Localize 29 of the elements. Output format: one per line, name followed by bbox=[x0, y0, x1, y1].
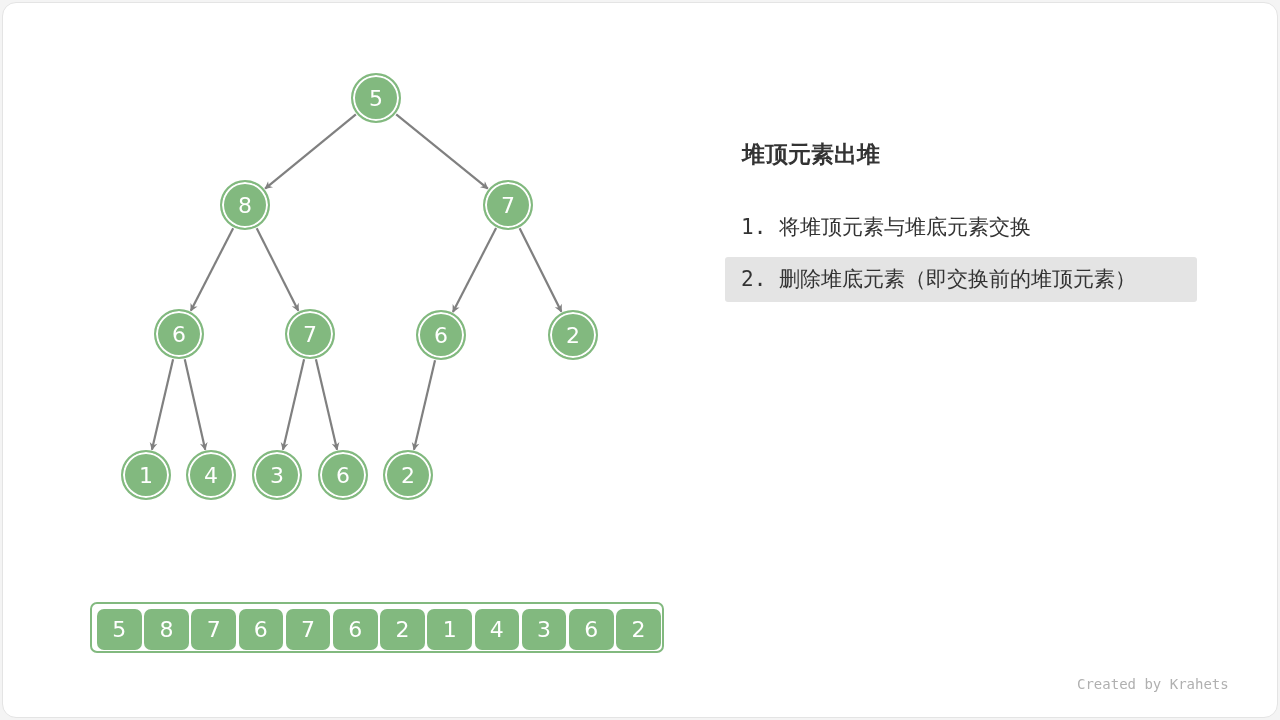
arrow bbox=[518, 227, 563, 313]
array-cell: 2 bbox=[380, 609, 425, 650]
array-cell: 2 bbox=[616, 609, 661, 650]
array-cell: 6 bbox=[238, 609, 284, 650]
step-text: 2. 删除堆底元素（即交换前的堆顶元素） bbox=[741, 266, 1136, 293]
array-cell: 8 bbox=[144, 609, 189, 650]
step-text: 1. 将堆顶元素与堆底元素交换 bbox=[741, 214, 1031, 241]
array-cell: 6 bbox=[333, 609, 378, 650]
arrow bbox=[451, 227, 498, 313]
title: 堆顶元素出堆 bbox=[742, 140, 880, 169]
arrow bbox=[314, 359, 340, 451]
arrow bbox=[149, 359, 175, 451]
array-cell: 7 bbox=[285, 609, 331, 650]
array-cell: 3 bbox=[521, 609, 567, 650]
arrow bbox=[183, 359, 208, 451]
arrow bbox=[280, 359, 306, 451]
arrow bbox=[395, 113, 489, 190]
highlighted-step bbox=[725, 257, 1197, 302]
array-cell: 5 bbox=[97, 609, 142, 650]
array-cell: 4 bbox=[474, 609, 520, 650]
array-cell: 1 bbox=[427, 609, 472, 650]
array-cell: 7 bbox=[191, 609, 236, 650]
arrow bbox=[411, 360, 437, 451]
arrow bbox=[264, 113, 357, 190]
arrow bbox=[189, 227, 235, 312]
array-frame bbox=[90, 602, 664, 653]
credit-text: Created by Krahets bbox=[1077, 676, 1229, 692]
arrow bbox=[255, 227, 300, 312]
array-cell: 6 bbox=[569, 609, 614, 650]
